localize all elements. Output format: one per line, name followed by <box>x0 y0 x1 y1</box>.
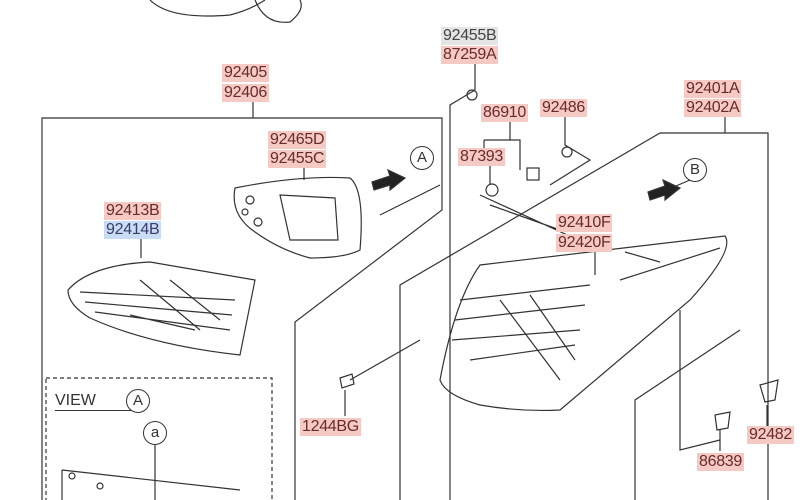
outer-lamp-part <box>439 235 728 412</box>
view-label: VIEW <box>55 392 136 411</box>
view-a-marker: A <box>126 389 150 413</box>
part-label-92455C[interactable]: 92455C <box>268 150 327 168</box>
upper-part-outline <box>149 0 266 17</box>
part-label-92465D[interactable]: 92465D <box>268 131 327 149</box>
part-label-92410F[interactable]: 92410F <box>556 214 613 232</box>
arrow-icon <box>371 168 407 192</box>
inner-lamp-part <box>67 261 256 356</box>
screw-part <box>339 373 355 389</box>
frame-inner <box>634 329 741 500</box>
part-label-87393[interactable]: 87393 <box>458 148 505 166</box>
callout-a-marker: A <box>410 146 434 170</box>
clip-part <box>526 167 540 181</box>
frame-right <box>399 132 769 500</box>
part-label-1244BG[interactable]: 1244BG <box>300 418 361 436</box>
callout-b-marker: B <box>683 158 707 182</box>
part-label-92405[interactable]: 92405 <box>222 64 269 82</box>
part-label-92455B[interactable]: 92455B <box>441 27 499 45</box>
part-label-86910[interactable]: 86910 <box>481 104 528 122</box>
arrow-icon <box>647 178 682 202</box>
frame-left <box>41 117 443 500</box>
part-label-92420F[interactable]: 92420F <box>556 234 613 252</box>
part-label-92402A[interactable]: 92402A <box>684 99 742 117</box>
part-label-86839[interactable]: 86839 <box>697 453 744 471</box>
part-label-92401A[interactable]: 92401A <box>684 80 742 98</box>
gasket-part <box>233 176 362 259</box>
bolt-part <box>714 411 731 431</box>
nut-part <box>561 146 573 158</box>
part-label-92406[interactable]: 92406 <box>222 84 269 102</box>
upper-part-outline <box>254 0 302 23</box>
part-label-92414B[interactable]: 92414B <box>104 221 162 239</box>
grommet-part <box>485 183 499 197</box>
part-label-92486[interactable]: 92486 <box>540 99 587 117</box>
part-label-92413B[interactable]: 92413B <box>104 202 162 220</box>
part-label-87259A[interactable]: 87259A <box>441 46 499 64</box>
part-label-92482[interactable]: 92482 <box>747 426 794 444</box>
bolt-part <box>759 379 779 403</box>
nut-part <box>466 89 478 101</box>
detail-a-marker: a <box>143 421 167 445</box>
view-a-box <box>45 377 273 500</box>
